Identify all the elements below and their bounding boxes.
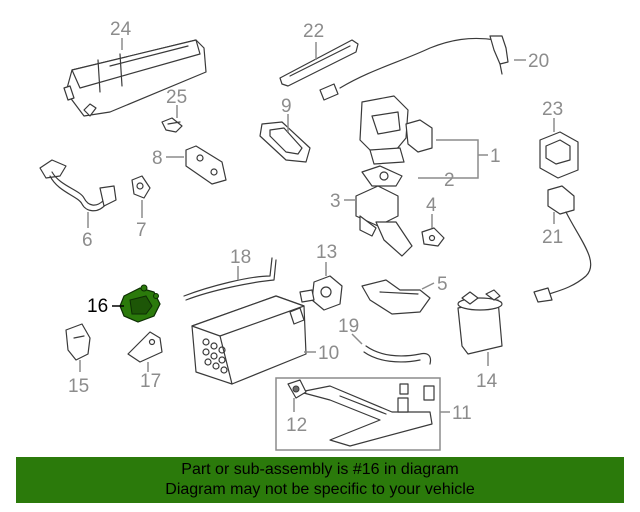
callout-2: 2 bbox=[444, 170, 455, 191]
part-3-valve-body[interactable] bbox=[355, 185, 413, 257]
callout-12: 12 bbox=[286, 415, 307, 436]
part-23-sensor[interactable] bbox=[539, 131, 579, 179]
part-20-oxygen-sensor[interactable] bbox=[319, 35, 509, 101]
callout-11: 11 bbox=[452, 403, 472, 424]
callout-8: 8 bbox=[152, 148, 163, 169]
callout-3: 3 bbox=[330, 191, 341, 212]
part-4-gasket[interactable] bbox=[421, 227, 445, 247]
callout-15: 15 bbox=[68, 376, 89, 397]
callout-18: 18 bbox=[230, 247, 251, 268]
callout-25: 25 bbox=[166, 87, 187, 108]
callout-10: 10 bbox=[318, 343, 339, 364]
callout-5: 5 bbox=[437, 274, 448, 295]
callout-6: 6 bbox=[82, 230, 93, 251]
callout-16: 16 bbox=[87, 296, 108, 317]
callout-22: 22 bbox=[303, 21, 324, 42]
info-banner: Part or sub-assembly is #16 in diagram D… bbox=[16, 457, 624, 503]
part-1-egr-valve[interactable] bbox=[359, 95, 433, 165]
part-21-sensor[interactable] bbox=[533, 185, 592, 303]
part-25-bolt[interactable] bbox=[161, 117, 183, 133]
part-17-bracket[interactable] bbox=[127, 331, 163, 363]
callout-14: 14 bbox=[476, 371, 498, 392]
part-13-valve[interactable] bbox=[299, 275, 343, 311]
part-11-assembly[interactable] bbox=[275, 377, 441, 451]
part-16-purge-valve[interactable] bbox=[119, 284, 161, 323]
callout-23: 23 bbox=[542, 99, 563, 120]
callout-7: 7 bbox=[136, 220, 147, 241]
part-22-bracket[interactable] bbox=[279, 39, 359, 87]
callout-20: 20 bbox=[528, 51, 549, 72]
part-24-resonator[interactable] bbox=[63, 39, 207, 117]
callout-19: 19 bbox=[338, 316, 359, 337]
callout-17: 17 bbox=[140, 371, 161, 392]
callout-13: 13 bbox=[316, 242, 337, 263]
part-6-egr-pipe[interactable] bbox=[39, 159, 117, 212]
part-7-gasket[interactable] bbox=[131, 175, 151, 199]
part-10-canister[interactable] bbox=[191, 295, 307, 385]
part-5-bracket[interactable] bbox=[361, 279, 431, 315]
part-9-gasket[interactable] bbox=[259, 121, 311, 163]
part-2-gasket[interactable] bbox=[361, 165, 403, 187]
part-18-hose[interactable] bbox=[183, 257, 277, 301]
parts-diagram: 24 25 22 20 9 8 6 bbox=[39, 19, 592, 451]
banner-line-1: Part or sub-assembly is #16 in diagram bbox=[181, 461, 459, 478]
part-19-hose[interactable] bbox=[363, 345, 432, 365]
banner-line-2: Diagram may not be specific to your vehi… bbox=[165, 481, 475, 498]
part-14-fuel-filter[interactable] bbox=[457, 289, 503, 355]
part-15-bracket[interactable] bbox=[65, 323, 91, 361]
part-8-gasket[interactable] bbox=[185, 145, 227, 185]
callout-24: 24 bbox=[110, 19, 132, 40]
callout-1: 1 bbox=[490, 146, 501, 167]
callout-21: 21 bbox=[542, 227, 563, 248]
callout-9: 9 bbox=[281, 96, 292, 117]
part-12-bushing[interactable] bbox=[287, 379, 307, 399]
callout-4: 4 bbox=[426, 195, 437, 216]
